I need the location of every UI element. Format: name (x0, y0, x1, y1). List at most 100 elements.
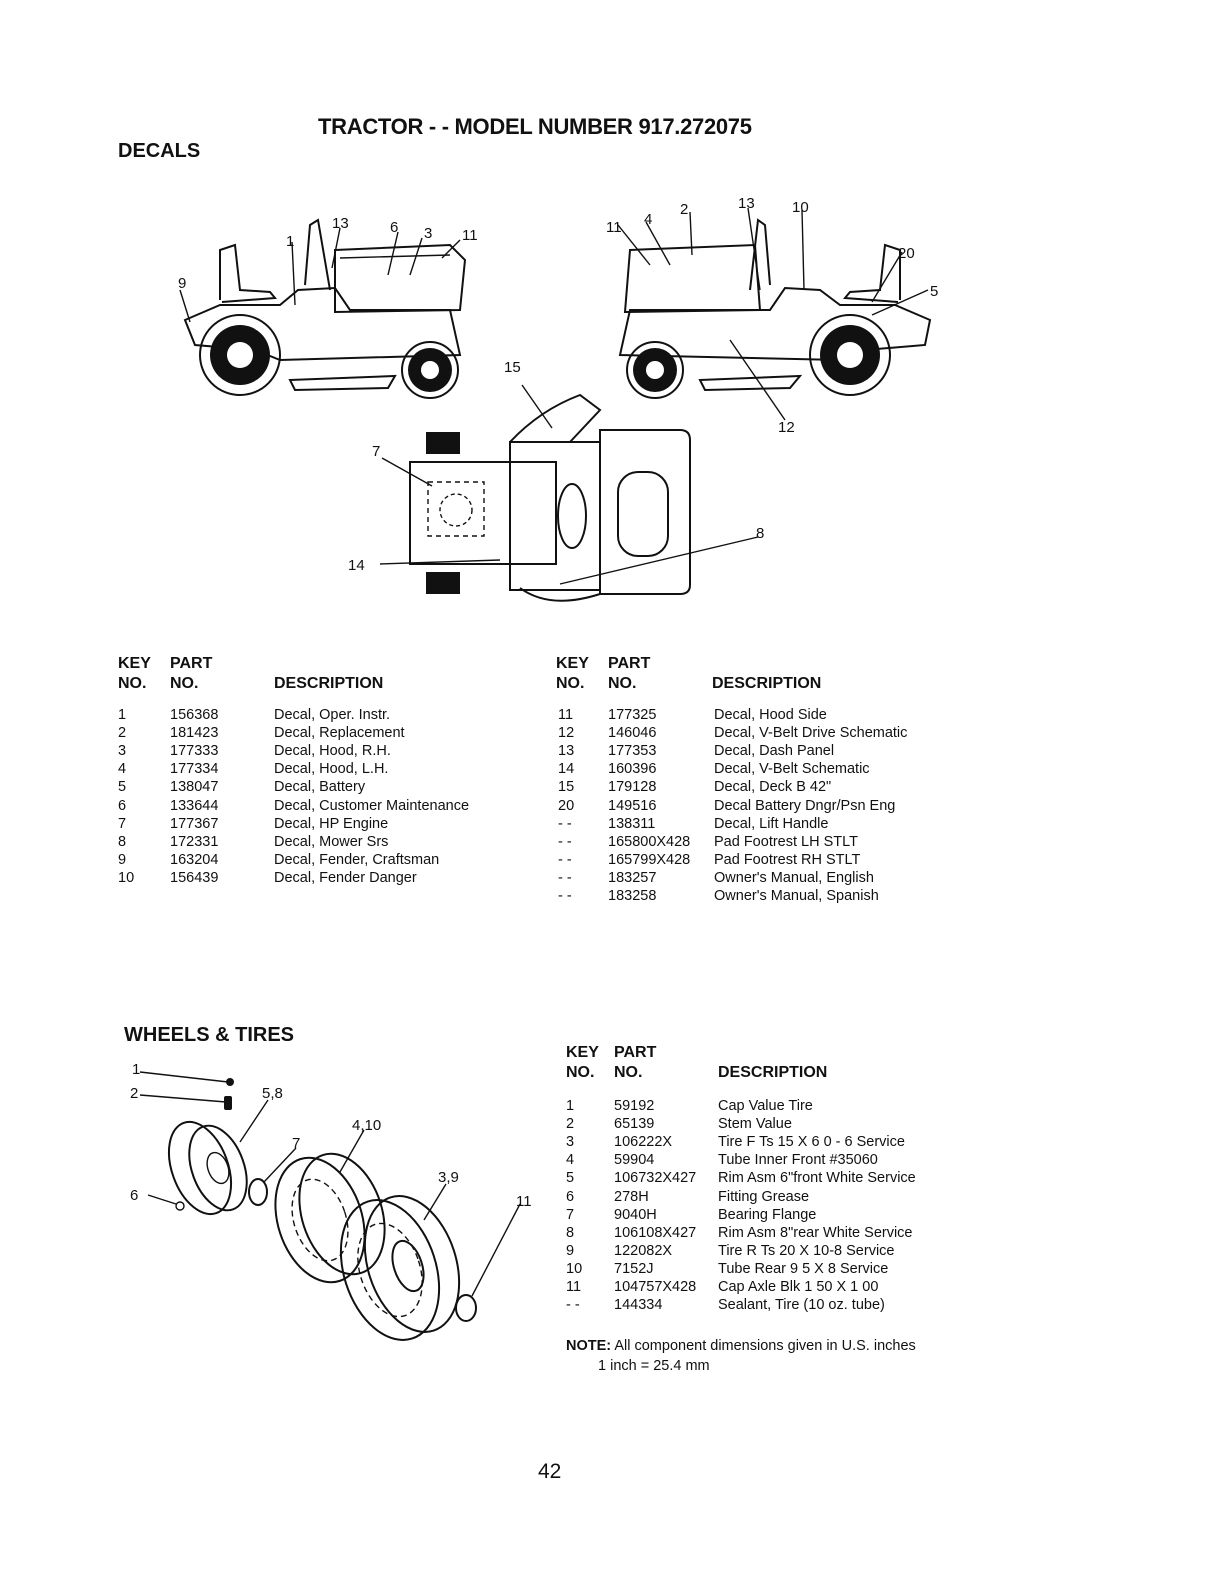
callout-11: 11 (516, 1193, 532, 1210)
callout-11-right: 11 (606, 219, 622, 236)
cell-description: Decal, Replacement (274, 725, 405, 742)
cell-key-no: 11 (558, 707, 574, 723)
cell-part-no: 183258 (608, 888, 657, 904)
cell-part-no: 177325 (608, 707, 657, 723)
cell-description: Cap Axle Blk 1 50 X 1 00 (718, 1279, 879, 1295)
cell-key-no: 3 (118, 743, 127, 760)
page-title: TRACTOR - - MODEL NUMBER 917.272075 (318, 114, 752, 139)
cell-description: Decal, Lift Handle (714, 815, 829, 832)
cell-part-no: 59904 (614, 1152, 655, 1169)
cell-part-no: 122082X (614, 1242, 673, 1259)
callout-8: 8 (756, 525, 764, 542)
cell-key-no: 4 (566, 1152, 575, 1169)
cell-description: Stem Value (718, 1116, 792, 1133)
cell-part-no: 65139 (614, 1116, 655, 1133)
callout-13-left: 13 (332, 215, 349, 232)
note-label: NOTE: (566, 1338, 612, 1354)
cell-part-no: 9040H (614, 1206, 657, 1223)
header-key-no: NO. (556, 675, 585, 692)
cell-part-no: 163204 (170, 851, 219, 868)
cell-key-no: - - (566, 1297, 580, 1314)
note-text: All component dimensions given in U.S. i… (614, 1338, 916, 1354)
callout-3-9: 3,9 (438, 1169, 459, 1186)
callout-4: 4 (644, 211, 652, 228)
header-part-no: NO. (170, 675, 199, 692)
cell-part-no: 183257 (608, 869, 657, 886)
callout-9: 9 (178, 275, 186, 292)
cell-description: Decal, Battery (274, 779, 366, 796)
cell-description: Fitting Grease (718, 1188, 810, 1205)
decals-heading: DECALS (118, 140, 201, 162)
cell-description: Tube Rear 9 5 X 8 Service (718, 1260, 889, 1277)
header-description: DESCRIPTION (712, 675, 822, 692)
callout-12: 12 (778, 419, 795, 436)
cell-description: Decal, Oper. Instr. (274, 707, 391, 723)
tractor-right-side-view (617, 207, 932, 421)
cell-key-no: 5 (566, 1170, 575, 1187)
cell-description: Pad Footrest RH STLT (714, 851, 861, 868)
callout-2: 2 (680, 201, 688, 218)
cell-key-no: 8 (566, 1224, 575, 1241)
cell-part-no: 106108X427 (614, 1224, 697, 1241)
cell-part-no: 106732X427 (614, 1170, 697, 1187)
callout-20: 20 (898, 245, 915, 262)
note: NOTE: All component dimensions given in … (566, 1336, 916, 1376)
cell-key-no: 7 (118, 815, 127, 832)
cell-key-no: 10 (566, 1260, 583, 1277)
cell-part-no: 104757X428 (614, 1279, 697, 1295)
header-part: PART (608, 655, 651, 672)
cell-description: Rim Asm 8"rear White Service (718, 1224, 913, 1241)
cell-part-no: 133644 (170, 797, 219, 814)
cell-description: Decal, Fender, Craftsman (274, 851, 440, 868)
wheels-diagram: 1 2 5,8 7 4,10 3,9 6 11 (130, 1061, 532, 1341)
cell-part-no: 179128 (608, 779, 657, 796)
cell-key-no: 3 (566, 1134, 575, 1151)
cell-key-no: 12 (558, 725, 575, 742)
callout-13-right: 13 (738, 195, 755, 212)
cell-key-no: 4 (118, 761, 127, 778)
cell-key-no: 1 (118, 707, 127, 723)
cell-key-no: 8 (118, 833, 127, 850)
callout-3: 3 (424, 225, 432, 242)
cell-part-no: 278H (614, 1188, 649, 1205)
callout-1: 1 (132, 1061, 140, 1078)
callout-5: 5 (930, 283, 938, 300)
cell-description: Decal, Hood, L.H. (274, 761, 389, 778)
cell-key-no: 9 (566, 1242, 575, 1259)
callout-4-10: 4,10 (352, 1117, 381, 1134)
cell-key-no: 9 (118, 851, 127, 868)
cell-description: Owner's Manual, English (714, 869, 874, 886)
cell-part-no: 172331 (170, 833, 219, 850)
cell-part-no: 106222X (614, 1134, 673, 1151)
header-part-no: NO. (614, 1064, 643, 1081)
cell-part-no: 156439 (170, 869, 219, 886)
cell-description: Decal, Mower Srs (274, 833, 389, 850)
cell-part-no: 181423 (170, 725, 219, 742)
callout-1: 1 (286, 233, 294, 250)
cell-part-no: 177353 (608, 743, 657, 760)
cell-part-no: 177333 (170, 743, 219, 760)
cell-key-no: 11 (566, 1279, 582, 1295)
note-conversion: 1 inch = 25.4 mm (598, 1358, 710, 1374)
header-key: KEY (118, 655, 151, 672)
callout-7: 7 (372, 443, 380, 460)
cell-key-no: - - (558, 833, 572, 850)
cell-part-no: 149516 (608, 797, 657, 814)
cell-description: Decal, Fender Danger (274, 869, 417, 886)
cell-description: Decal, V-Belt Schematic (714, 761, 870, 778)
callout-7: 7 (292, 1135, 300, 1152)
cell-part-no: 138047 (170, 779, 219, 796)
callout-6: 6 (390, 219, 398, 236)
cell-part-no: 7152J (614, 1260, 654, 1277)
cell-description: Pad Footrest LH STLT (714, 833, 858, 850)
cell-key-no: 2 (118, 725, 127, 742)
header-key: KEY (556, 655, 589, 672)
cell-part-no: 160396 (608, 761, 657, 778)
cell-part-no: 177334 (170, 761, 219, 778)
page-number: 42 (538, 1460, 562, 1483)
cell-description: Bearing Flange (718, 1206, 817, 1223)
cell-description: Sealant, Tire (10 oz. tube) (718, 1297, 885, 1314)
